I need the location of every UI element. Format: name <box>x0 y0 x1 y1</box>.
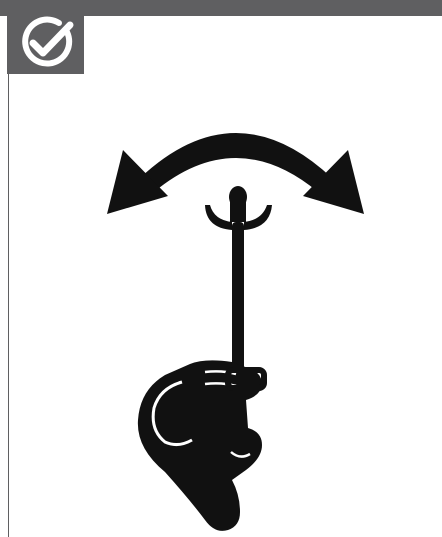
hand-icon <box>138 360 264 530</box>
